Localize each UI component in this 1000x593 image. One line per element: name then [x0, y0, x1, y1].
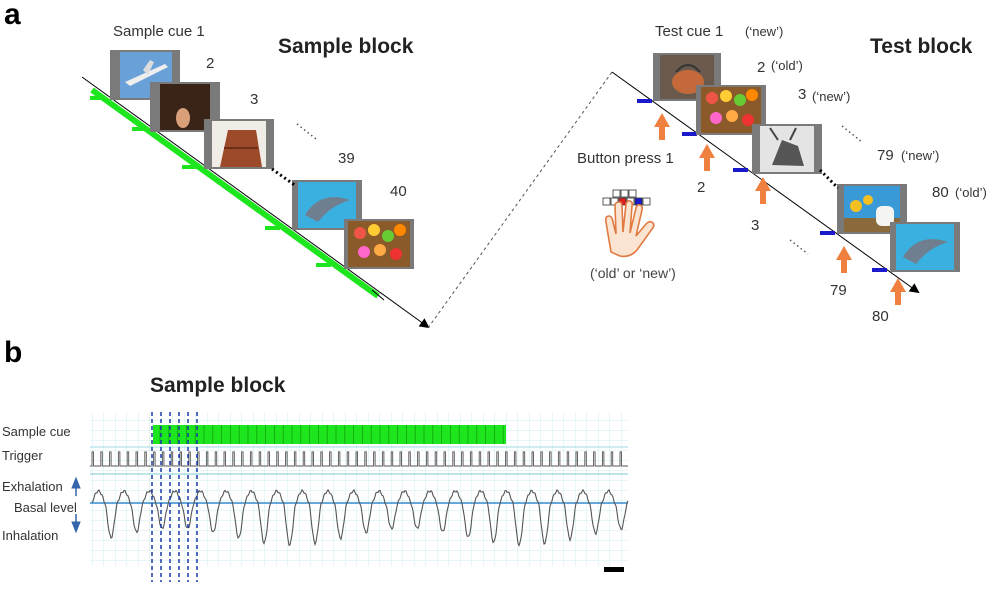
hand-icon	[602, 189, 655, 258]
sample-image-2	[150, 82, 220, 132]
sample-cue-40-label: 40	[390, 183, 407, 200]
test-cue-3-label: 3	[798, 86, 806, 103]
test-image-5	[890, 222, 960, 272]
test-cue-1-tag: (‘new’)	[745, 24, 783, 39]
test-cue-2-label: 2	[757, 59, 765, 76]
trigger-train	[90, 451, 628, 467]
test-cue-79-label: 79	[877, 147, 894, 164]
panel-label-b: b	[4, 336, 22, 369]
test-cue-79-tag: (‘new’)	[901, 148, 939, 163]
press-arrow-80-label: 80	[872, 308, 889, 325]
test-cue-80-label: 80	[932, 184, 949, 201]
sample-cue-1-label: Sample cue 1	[113, 23, 205, 40]
button-press-label: Button press 1	[577, 150, 674, 167]
breath-direction-arrows	[71, 476, 81, 534]
test-cue-1-label: Test cue 1	[655, 23, 723, 40]
panel-label-a: a	[4, 0, 21, 31]
row-label-sample-cue: Sample cue	[2, 424, 71, 439]
press-arrow-2-label: 2	[697, 179, 705, 196]
row-label-inhalation: Inhalation	[2, 528, 58, 543]
test-timeline	[611, 71, 920, 294]
sample-image-3	[204, 119, 274, 169]
press-arrow-3-label: 3	[751, 217, 759, 234]
sample-block-title: Sample block	[278, 35, 414, 58]
test-image-3	[752, 124, 822, 174]
cue-onset-markers	[151, 412, 198, 582]
sample-cue-2-label: 2	[206, 55, 214, 72]
press-arrows	[654, 113, 906, 305]
test-cue-2-tag: (‘old’)	[771, 58, 803, 73]
sample-cue-3-label: 3	[250, 91, 258, 108]
block-connector	[427, 71, 613, 329]
press-choice-label: (‘old’ or ‘new’)	[590, 265, 676, 281]
test-cue-80-tag: (‘old’)	[955, 185, 987, 200]
row-label-trigger: Trigger	[2, 448, 43, 463]
press-arrow-79-label: 79	[830, 282, 847, 299]
sample-timeline	[81, 76, 430, 329]
sample-image-5	[344, 219, 414, 269]
scale-bar	[604, 567, 624, 572]
test-cue-3-tag: (‘new’)	[812, 89, 850, 104]
sample-cue-39-label: 39	[338, 150, 355, 167]
sample-image-4	[292, 180, 362, 230]
row-label-basal: Basal level	[14, 500, 77, 515]
respiration-trace	[91, 488, 629, 548]
sample-cue-bar	[153, 425, 506, 444]
panel-b-title: Sample block	[150, 374, 286, 397]
test-block-title: Test block	[870, 35, 973, 58]
row-label-exhalation: Exhalation	[2, 479, 63, 494]
